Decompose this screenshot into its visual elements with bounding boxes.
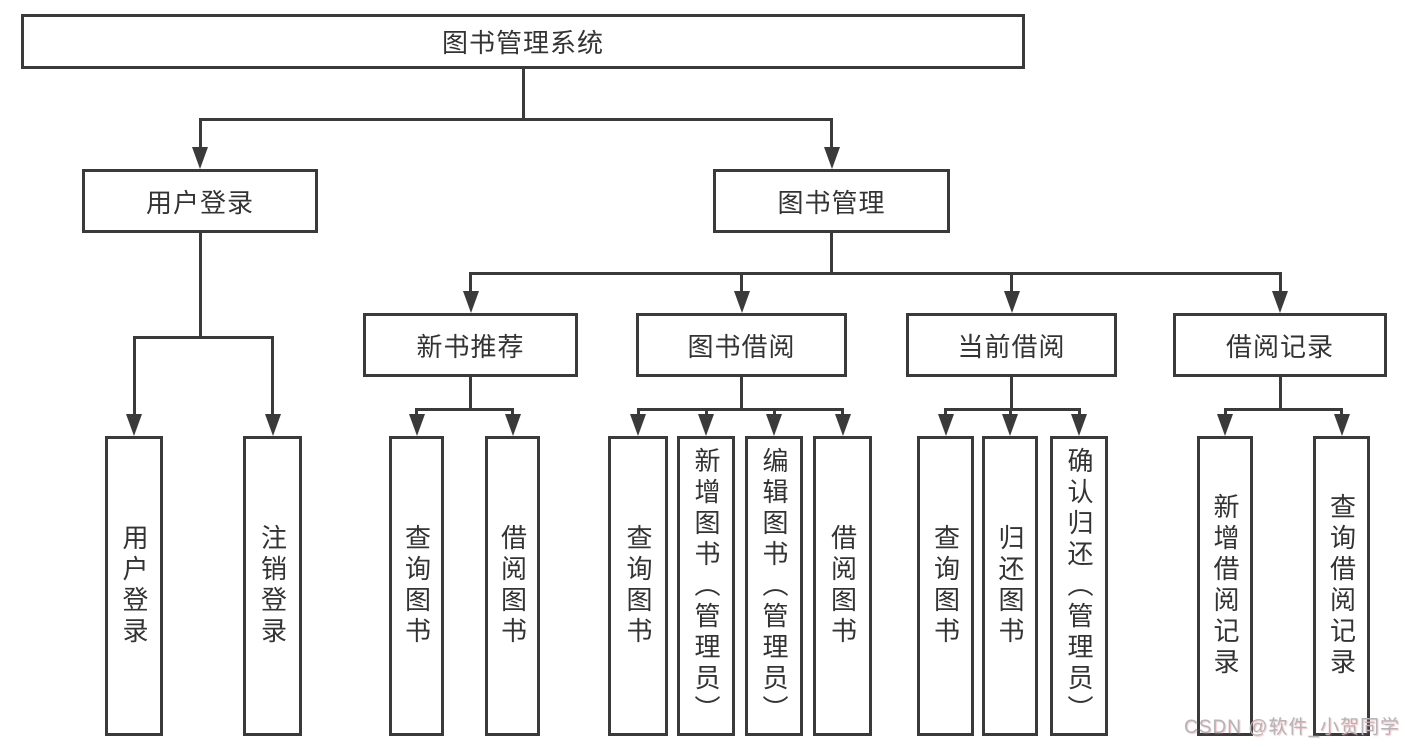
node-label: 借阅图书 (497, 524, 528, 648)
arrow-leaf-edit-book-admin (766, 414, 782, 436)
leaf-query-borrow-record: 查询借阅记录 (1313, 436, 1370, 736)
arrow-leaf-query-borrow-record (1333, 414, 1350, 436)
node-label: 归还图书 (995, 524, 1025, 648)
edge-drop (511, 408, 514, 414)
node-label: 查询图书 (623, 524, 653, 648)
node-label: 新增图书（管理员） (691, 446, 721, 726)
node-label: 新书推荐 (416, 331, 525, 362)
node-label: 注销登录 (257, 524, 288, 648)
leaf-add-borrow-record: 新增借阅记录 (1197, 436, 1253, 736)
edge-drop (772, 408, 776, 414)
leaf-logout: 注销登录 (243, 436, 302, 736)
edge-drop-new-rec (469, 272, 472, 291)
leaf-return-book: 归还图书 (982, 436, 1038, 736)
edge-borrow-records-stem (1278, 377, 1282, 408)
node-label: 编辑图书（管理员） (759, 446, 789, 726)
edge-drop (841, 408, 844, 414)
edge-current-borrow-stem (1010, 377, 1013, 408)
node-book-management: 图书管理 (713, 169, 950, 233)
arrow-leaf-return-book (1002, 414, 1018, 436)
node-label: 图书借阅 (687, 331, 796, 362)
edge-new-rec-stem (469, 377, 472, 408)
node-label: 图书管理系统 (441, 28, 604, 58)
edge-root-stem (521, 69, 525, 118)
edge-current-borrow-bar (944, 408, 1081, 411)
edge-drop (1077, 408, 1081, 414)
edge-user-login-bar (132, 336, 274, 339)
arrow-new-book-recommend (462, 291, 479, 313)
edge-book-borrow-stem (740, 377, 743, 408)
node-label: 用户登录 (145, 187, 254, 218)
node-label: 新增借阅记录 (1210, 493, 1240, 679)
arrow-leaf-add-borrow-record (1217, 414, 1233, 436)
node-label: 借阅记录 (1225, 331, 1334, 362)
node-label: 确认归还（管理员） (1064, 446, 1094, 726)
edge-drop-borrow (740, 272, 743, 291)
edge-book-borrow-bar (636, 408, 844, 411)
leaf-edit-book-admin: 编辑图书（管理员） (745, 436, 803, 736)
leaf-add-book-admin: 新增图书（管理员） (677, 436, 735, 736)
leaf-query-books-recommend: 查询图书 (389, 436, 444, 736)
arrow-leaf-user-login (126, 414, 142, 436)
node-user-login: 用户登录 (82, 169, 318, 233)
edge-drop (944, 408, 947, 414)
arrow-leaf-query-books-recommend (408, 414, 425, 436)
node-new-book-recommend: 新书推荐 (363, 313, 578, 377)
edge-drop-leaf-login (132, 336, 136, 414)
node-label: 借阅图书 (827, 524, 858, 648)
node-book-borrow: 图书借阅 (636, 313, 847, 377)
edge-drop (1008, 408, 1012, 414)
leaf-borrow-book-recommend: 借阅图书 (485, 436, 540, 736)
arrow-leaf-query-books-borrow (630, 414, 646, 436)
node-label: 查询图书 (401, 524, 432, 648)
arrow-leaf-add-book-admin (698, 414, 714, 436)
leaf-user-login: 用户登录 (105, 436, 163, 736)
edge-drop-leaf-logout (271, 336, 274, 414)
edge-drop-current (1010, 272, 1013, 291)
node-label: 用户登录 (119, 524, 149, 648)
edge-drop-book-mgmt (830, 118, 833, 147)
arrow-leaf-logout (264, 414, 281, 436)
node-borrow-records: 借阅记录 (1173, 313, 1387, 377)
edge-user-login-stem (198, 233, 202, 336)
leaf-confirm-return-admin: 确认归还（管理员） (1050, 436, 1108, 736)
arrow-book-borrow (733, 291, 750, 313)
node-label: 查询图书 (930, 524, 961, 648)
arrow-leaf-query-books-current (937, 414, 954, 436)
edge-book-mgmt-stem (830, 233, 833, 272)
edge-drop (1340, 408, 1343, 414)
edge-book-mgmt-bar (469, 272, 1282, 275)
arrow-leaf-confirm-return-admin (1071, 414, 1087, 436)
arrow-current-borrow (1003, 291, 1020, 313)
leaf-borrow-book: 借阅图书 (813, 436, 872, 736)
csdn-watermark: CSDN @软件_小贺同学 (1184, 717, 1400, 738)
edge-new-rec-bar (415, 408, 514, 411)
edge-drop-records (1278, 272, 1282, 291)
node-library-system: 图书管理系统 (21, 14, 1025, 69)
edge-drop-user-login (198, 118, 202, 147)
edge-drop (704, 408, 708, 414)
node-label: 图书管理 (777, 187, 886, 218)
arrow-borrow-records (1272, 291, 1288, 313)
leaf-query-books-current: 查询图书 (917, 436, 974, 736)
node-label: 查询借阅记录 (1326, 493, 1357, 679)
edge-borrow-records-bar (1223, 408, 1343, 411)
arrow-leaf-borrow-book (834, 414, 851, 436)
arrow-user-login (192, 147, 208, 169)
edge-drop (415, 408, 418, 414)
leaf-query-books-borrow: 查询图书 (608, 436, 668, 736)
node-current-borrow: 当前借阅 (906, 313, 1117, 377)
arrow-leaf-borrow-book-recommend (504, 414, 521, 436)
node-label: 当前借阅 (957, 331, 1066, 362)
edge-root-bar (198, 118, 833, 121)
edge-drop (1223, 408, 1227, 414)
arrow-book-management (823, 147, 840, 169)
edge-drop (636, 408, 640, 414)
